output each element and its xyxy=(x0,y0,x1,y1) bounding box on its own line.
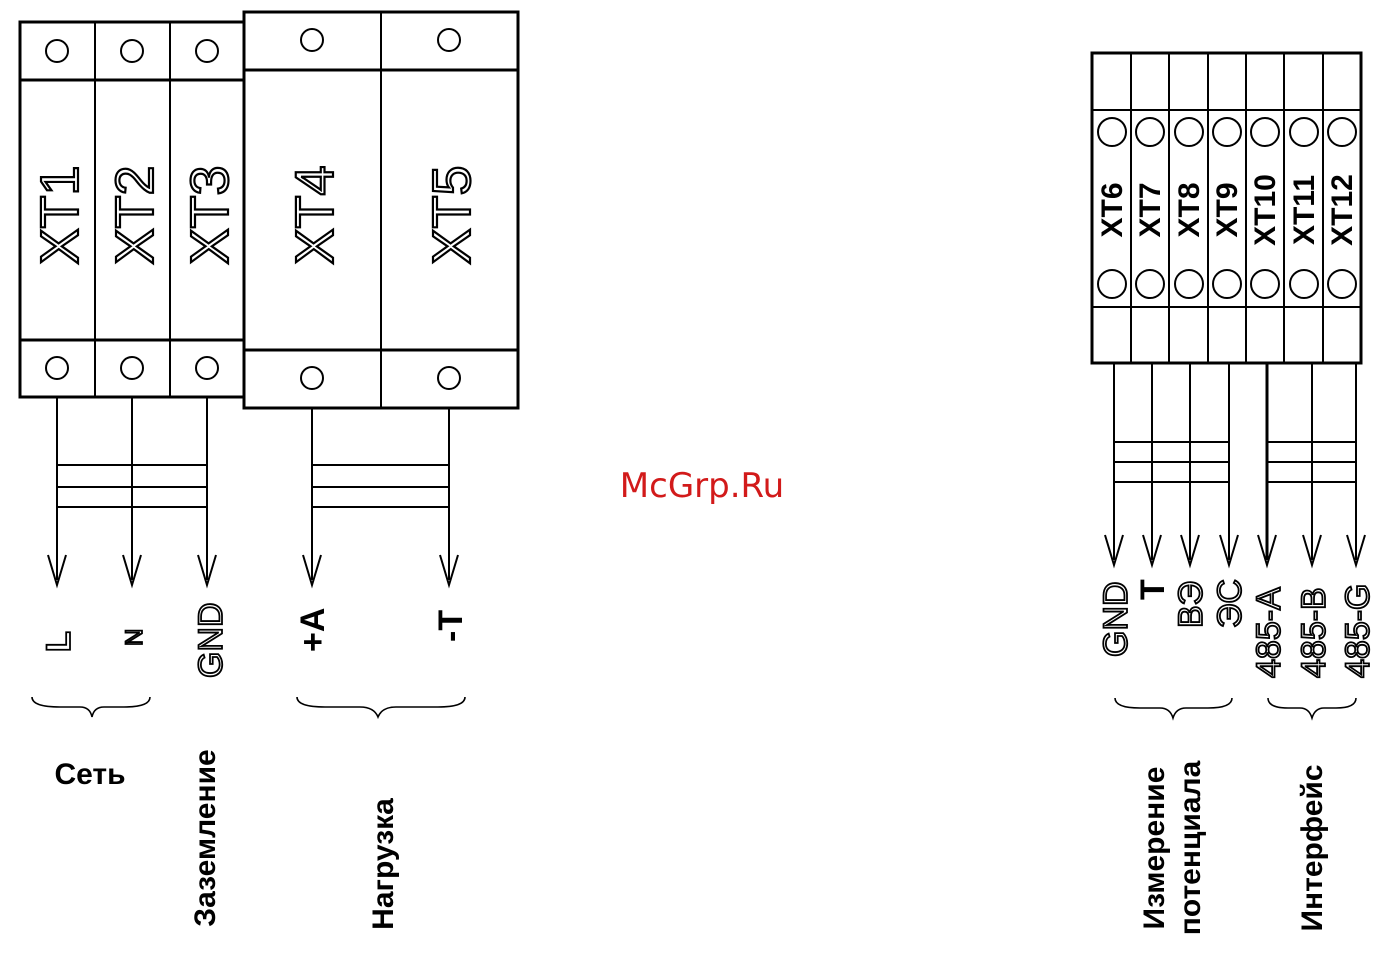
terminal-label-xt10: XT10 xyxy=(1249,174,1282,246)
terminal-label-xt9: XT9 xyxy=(1211,182,1244,237)
signal-label-485-a: 485-A xyxy=(1250,587,1288,678)
signal-label-n: N xyxy=(121,629,148,646)
terminal-label-xt11: XT11 xyxy=(1288,175,1321,245)
signal-label-gnd-left: GND xyxy=(192,602,230,678)
right-arrowheads xyxy=(1105,535,1365,565)
signal-label-t: T xyxy=(1134,579,1172,600)
terminal-label-xt8: XT8 xyxy=(1173,182,1206,237)
signal-label-minus-t: -T xyxy=(432,610,470,642)
watermark: McGrp.Ru xyxy=(620,466,784,506)
signal-label-485-g: 485-G xyxy=(1339,584,1377,679)
terminal-label-xt6: XT6 xyxy=(1096,182,1129,237)
signal-label-l: L xyxy=(40,631,78,652)
right-braces xyxy=(1115,698,1356,718)
left-arrowheads xyxy=(48,555,458,585)
terminal-label-xt5: XT5 xyxy=(422,165,482,264)
signal-label-plus-a: +A xyxy=(294,608,332,652)
group-label-set: Сеть xyxy=(54,758,125,791)
signal-label-ve: ВЭ xyxy=(1172,581,1210,628)
terminal-label-xt1: XT1 xyxy=(30,165,90,264)
left-wires xyxy=(57,397,449,580)
group-label-nagruzka: Нагрузка xyxy=(367,798,400,930)
group-label-zazemlenie: Заземление xyxy=(189,749,222,926)
terminal-label-xt4: XT4 xyxy=(285,165,345,264)
group-label-izmerenie-line1: Измерение xyxy=(1138,767,1171,930)
left-braces xyxy=(32,697,465,717)
group-label-interfeys: Интерфейс xyxy=(1296,764,1329,931)
terminal-label-xt7: XT7 xyxy=(1134,182,1167,237)
signal-label-485-b: 485-B xyxy=(1295,587,1333,678)
signal-label-es: ЭС xyxy=(1211,579,1249,628)
terminal-label-xt12: XT12 xyxy=(1326,174,1359,246)
right-wires xyxy=(1114,363,1356,560)
signal-label-gnd-right: GND xyxy=(1097,581,1135,657)
terminal-label-xt3: XT3 xyxy=(180,165,240,264)
terminal-label-xt2: XT2 xyxy=(105,165,165,264)
group-label-izmerenie-line2: потенциала xyxy=(1174,760,1207,935)
